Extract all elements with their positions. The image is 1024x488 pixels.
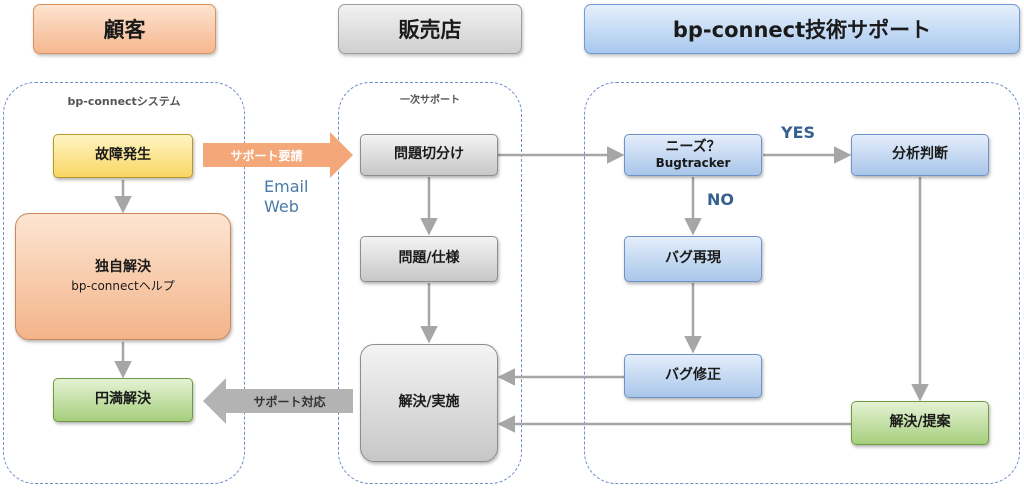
node-bug-repro: バグ再現 [624,236,762,282]
support-request-arrow [203,132,353,178]
node-bug-fix: バグ修正 [624,354,762,398]
node-self-solve-title: 独自解決 [95,259,151,276]
lane-support [584,82,1020,484]
channel-web: Web [264,197,299,216]
node-proposal: 解決/提案 [851,401,989,445]
node-self-solve-sub: bp-connectヘルプ [71,278,175,293]
support-response-label: サポート対応 [253,394,326,409]
node-needs: ニーズ？ Bugtracker [624,134,762,176]
yes-label: YES [781,123,816,142]
channel-email: Email [264,177,309,196]
header-support: bp-connect技術サポート [584,4,1020,54]
node-self-solve: 独自解決 bp-connectヘルプ [15,213,231,340]
node-analysis: 分析判断 [851,134,989,176]
node-needs-sub: Bugtracker [655,156,731,171]
lane-customer-label: bp-connectシステム [67,95,181,108]
support-request-label: サポート要請 [230,148,303,163]
node-needs-title: ニーズ？ [665,138,721,155]
node-implement: 解決/実施 [360,344,498,462]
header-support-label: bp-connect技術サポート [672,18,932,42]
header-customer-label: 顧客 [103,18,146,42]
node-spec: 問題/仕様 [360,236,498,282]
header-dealer: 販売店 [338,4,522,54]
header-customer: 顧客 [33,4,216,54]
lane-dealer-label: 一次サポート [400,94,460,106]
header-dealer-label: 販売店 [398,18,462,42]
support-response-arrow [203,378,353,424]
node-isolate: 問題切分け [360,134,498,176]
no-label: NO [707,190,734,209]
node-resolved: 円満解決 [53,378,193,422]
node-failure: 故障発生 [53,134,193,178]
channel-labels: Email Web [264,177,334,221]
lane-customer [3,82,245,484]
lane-dealer [338,82,522,484]
